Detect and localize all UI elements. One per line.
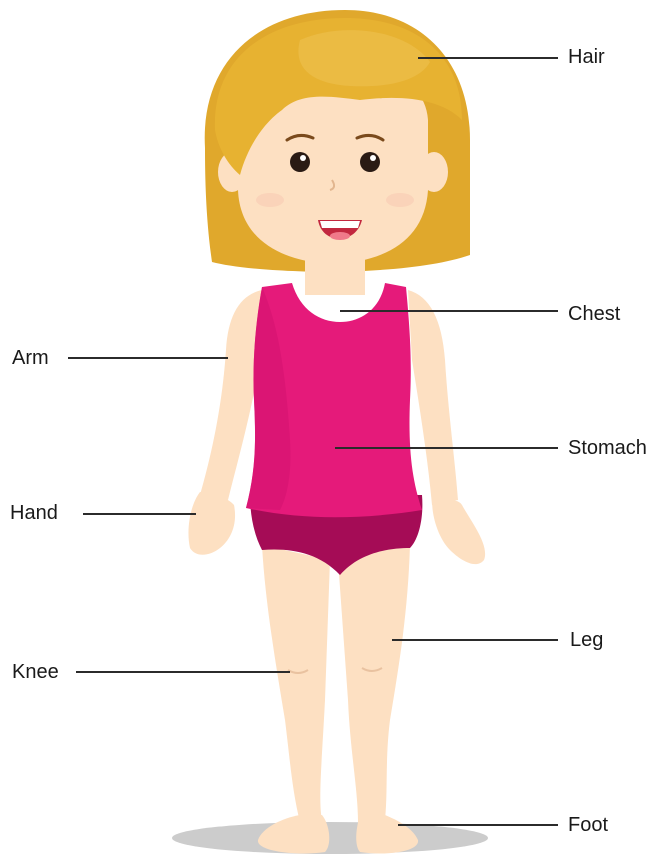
label-stomach: Stomach [568, 438, 647, 458]
label-chest: Chest [568, 304, 620, 324]
eye-right [360, 152, 380, 172]
label-knee: Knee [12, 662, 59, 682]
floor-shadow [172, 822, 488, 854]
eye-left [290, 152, 310, 172]
legs [262, 545, 410, 822]
label-foot: Foot [568, 815, 608, 835]
label-leg: Leg [570, 630, 603, 650]
label-arm: Arm [12, 348, 49, 368]
label-hair: Hair [568, 47, 605, 67]
label-hand: Hand [10, 503, 58, 523]
